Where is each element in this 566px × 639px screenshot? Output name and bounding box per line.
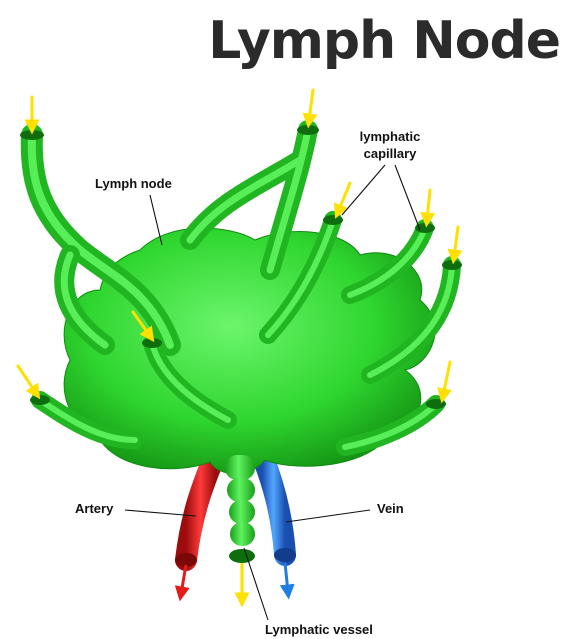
page-title: Lymph Node [208,11,560,71]
artery [175,455,215,567]
yellow-arrow-down-icon [309,90,313,121]
label-lymphatic-capillary-1: lymphatic [360,129,421,144]
yellow-arrow-down-icon [443,362,450,396]
yellow-arrow-down-icon [18,366,36,393]
label-lymphatic-capillary-2: capillary [364,146,418,161]
label-lymph-node: Lymph node [95,176,172,191]
vein [262,455,296,562]
yellow-arrow-down-icon [427,190,430,220]
arrow-down-icon [285,563,288,592]
yellow-arrow-down-icon [454,227,458,257]
label-lymphatic-vessel: Lymphatic vessel [265,622,373,637]
lymphatic-vessel [225,455,255,563]
label-vein: Vein [377,501,404,516]
label-artery: Artery [75,501,114,516]
